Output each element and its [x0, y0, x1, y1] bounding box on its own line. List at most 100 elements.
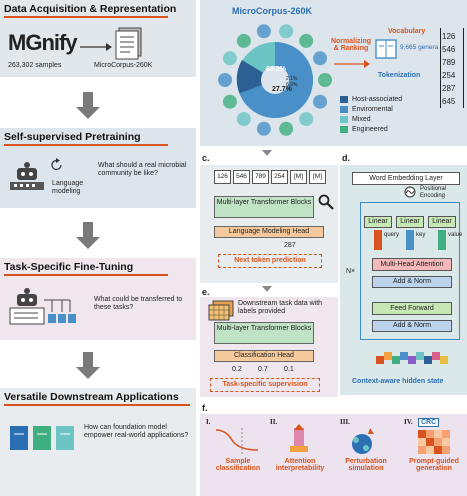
legend-swatch — [340, 95, 348, 103]
hidden-state-blocks — [376, 352, 448, 364]
legend-item: Mixed — [340, 114, 436, 124]
positional-label: Positional Encoding — [420, 186, 447, 199]
app-label: Attention interpretability — [275, 458, 325, 472]
app-number: IV. — [404, 418, 413, 426]
normalizing-label: Normalizing & Ranking — [330, 38, 372, 52]
token-value: 546 — [442, 45, 456, 54]
refresh-icon — [51, 158, 62, 171]
pie-legend: Host-associated Enviromental Mixed Engin… — [340, 94, 436, 134]
microcorpus-title: MicroCorpus-260K — [232, 6, 313, 16]
classification-head: Classification Head — [214, 350, 314, 362]
pie-chart — [218, 24, 332, 136]
add-norm-2: Add & Norm — [372, 320, 452, 332]
predicted-token: 287 — [284, 242, 296, 249]
small-arrow-down-icon — [262, 150, 272, 156]
multi-head-attention: Multi-Head Attention — [372, 258, 452, 271]
flow-arrow-shaft — [83, 92, 93, 108]
sample-bubble — [256, 24, 271, 39]
panel-pretraining-detail — [200, 165, 338, 283]
flow-arrow-shaft — [83, 352, 93, 368]
finetuning-question: What could be transferred to these tasks… — [94, 296, 183, 311]
lm-head: Language Modeling Head — [214, 226, 324, 238]
data-grid-icon — [208, 300, 234, 321]
sample-bubble — [279, 121, 294, 136]
downstream-data-desc: Downstream task data with labels provide… — [238, 300, 323, 315]
token-value: 789 — [442, 58, 456, 67]
legend-item: Engineered — [340, 124, 436, 134]
pie-pct-main: 63.2% — [266, 66, 286, 73]
input-token: 126 — [214, 170, 231, 184]
class-prob: 0.2 — [232, 366, 242, 373]
robot-transfer-icon — [9, 288, 76, 325]
panel-e-letter: e. — [202, 287, 210, 297]
add-norm-1: Add & Norm — [372, 276, 452, 288]
attention-icon — [290, 424, 308, 452]
panel-data-acquisition — [0, 0, 196, 77]
flow-arrow-down-icon — [76, 367, 100, 379]
task-supervision-caption: Task-specific supervision — [210, 378, 320, 392]
sample-bubble — [218, 73, 232, 87]
legend-swatch — [340, 115, 348, 123]
sample-bubble — [318, 73, 332, 87]
sample-bubble — [279, 24, 294, 39]
language-modeling-label: Language modeling — [52, 180, 84, 195]
encoder-block — [360, 202, 460, 340]
magnifier-icon — [318, 194, 334, 210]
token-sequence: 126 546 789 254 [M] [M] — [214, 170, 326, 184]
sample-bubble — [236, 112, 251, 127]
pie-pct-small2: 6.9% — [286, 82, 298, 88]
flow-arrow-down-icon — [76, 107, 100, 119]
positional-encoding-icon — [404, 186, 416, 198]
applications-title: Versatile Downstream Applications — [4, 391, 190, 406]
panel-applications — [0, 388, 196, 496]
app-label: Prompt-guided generation — [409, 458, 459, 472]
pie-pct-small1: 2.1% — [286, 76, 298, 82]
sample-bubble — [313, 51, 328, 66]
nx-label: N× — [346, 268, 356, 275]
input-token: 254 — [271, 170, 288, 184]
key-matrix — [406, 230, 414, 250]
transformer-blocks: Multi-layer Transformer Blocks — [214, 196, 314, 218]
tokenization-label: Tokenization — [378, 72, 421, 79]
corpus-label: MicroCorpus-260K — [94, 62, 153, 69]
sample-bubble — [299, 33, 314, 48]
small-arrow-down-icon — [262, 286, 272, 292]
flow-arrow-shaft — [83, 222, 93, 238]
input-token: 546 — [233, 170, 250, 184]
context-hidden-caption: Context-aware hidden state — [352, 378, 444, 385]
samples-count: 263,302 samples — [8, 62, 62, 69]
panel-f-letter: f. — [202, 403, 208, 413]
legend-label: Mixed — [352, 115, 371, 123]
mask-token: [M] — [309, 170, 326, 184]
sample-bubble — [236, 33, 251, 48]
app-number: III. — [340, 418, 350, 426]
app-label: Sample classification — [215, 458, 261, 472]
input-token: 789 — [252, 170, 269, 184]
robot-icon — [10, 162, 44, 190]
sample-bubbles — [218, 24, 332, 136]
sample-bubble — [256, 121, 271, 136]
panel-applications-detail — [200, 414, 467, 496]
query-matrix — [374, 230, 382, 250]
right-arrow-icon — [334, 60, 370, 68]
legend-item: Enviromental — [340, 104, 436, 114]
panel-c-letter: c. — [202, 153, 210, 163]
finetune-transformer-blocks: Multi-layer Transformer Blocks — [214, 322, 314, 344]
token-bracket — [440, 28, 464, 108]
flow-arrow-down-icon — [76, 237, 100, 249]
finetuning-title: Task-Specific Fine-Tuning — [4, 261, 168, 276]
right-arrow-icon — [80, 43, 112, 51]
value-label: value — [448, 232, 463, 238]
panel-d-letter: d. — [342, 153, 350, 163]
app-label: Perturbation simulation — [345, 458, 387, 472]
sample-bubble — [299, 112, 314, 127]
pretraining-title: Self-supervised Pretraining — [4, 131, 168, 146]
document-icon — [115, 27, 142, 60]
token-list: 126 546 789 254 287 645 — [442, 30, 462, 108]
applications-question: How can foundation model empower real-wo… — [84, 424, 189, 439]
sample-bubble — [222, 94, 237, 109]
sample-bubble — [222, 51, 237, 66]
generation-heatmap-icon — [418, 430, 450, 454]
app-number: II. — [270, 418, 278, 426]
query-label: query — [384, 232, 400, 238]
